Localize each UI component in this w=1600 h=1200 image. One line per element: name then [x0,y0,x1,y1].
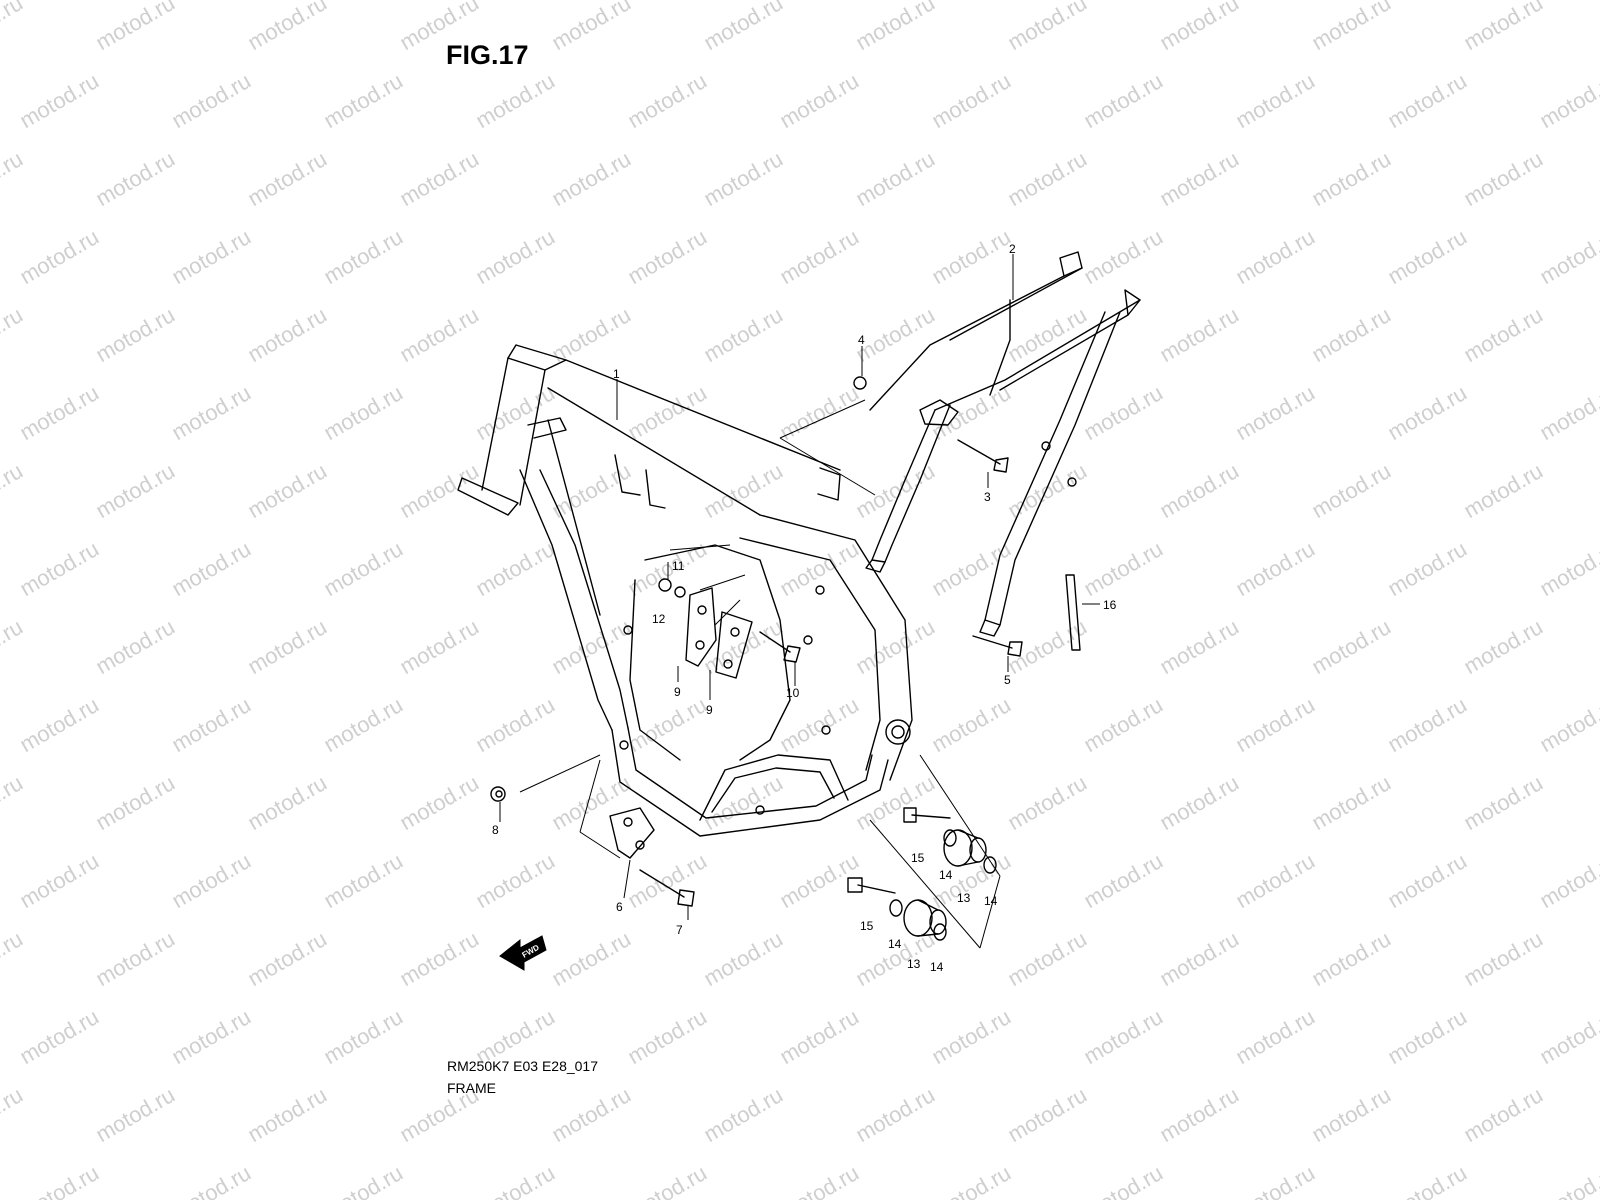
engine-mount-plates [685,587,753,679]
callout-11: 11 [672,559,685,573]
callout-1: 1 [613,367,620,381]
callout-14c: 14 [888,937,902,951]
callout-numbers: 1 2 3 4 5 6 7 8 9 9 10 11 12 13 13 14 14… [492,242,1117,974]
callout-2: 2 [1009,242,1016,256]
callout-14d: 14 [930,960,944,974]
callout-6: 6 [616,900,623,914]
diagram-code: RM250K7 E03 E28_017 [447,1058,598,1074]
callout-3: 3 [984,490,991,504]
callout-4: 4 [858,333,865,347]
figure-title: FIG.17 [446,40,529,70]
callout-13b: 13 [907,957,921,971]
callout-14b: 14 [984,894,998,908]
diagram-name: FRAME [447,1080,496,1096]
main-frame [457,344,913,837]
callout-14a: 14 [939,868,953,882]
callout-10: 10 [786,686,800,700]
callout-5: 5 [1004,673,1011,687]
callout-15b: 15 [860,919,874,933]
callout-7: 7 [676,923,683,937]
callout-9a: 9 [674,685,681,699]
fuel-tank-strap [1065,574,1081,651]
chain-rollers [889,829,997,941]
callout-15a: 15 [911,851,925,865]
assembly-guide-lines [519,399,1001,949]
callout-13a: 13 [957,891,971,905]
callout-8: 8 [492,823,499,837]
callout-leaders [499,254,1100,920]
mount-bracket [609,807,655,859]
callout-9b: 9 [706,703,713,717]
rear-subframe [865,251,1141,637]
callout-12: 12 [652,612,666,626]
fwd-arrow-icon: FWD [499,935,547,971]
callout-16: 16 [1103,598,1117,612]
frame-bolts [639,439,1023,907]
frame-nuts [490,376,867,802]
